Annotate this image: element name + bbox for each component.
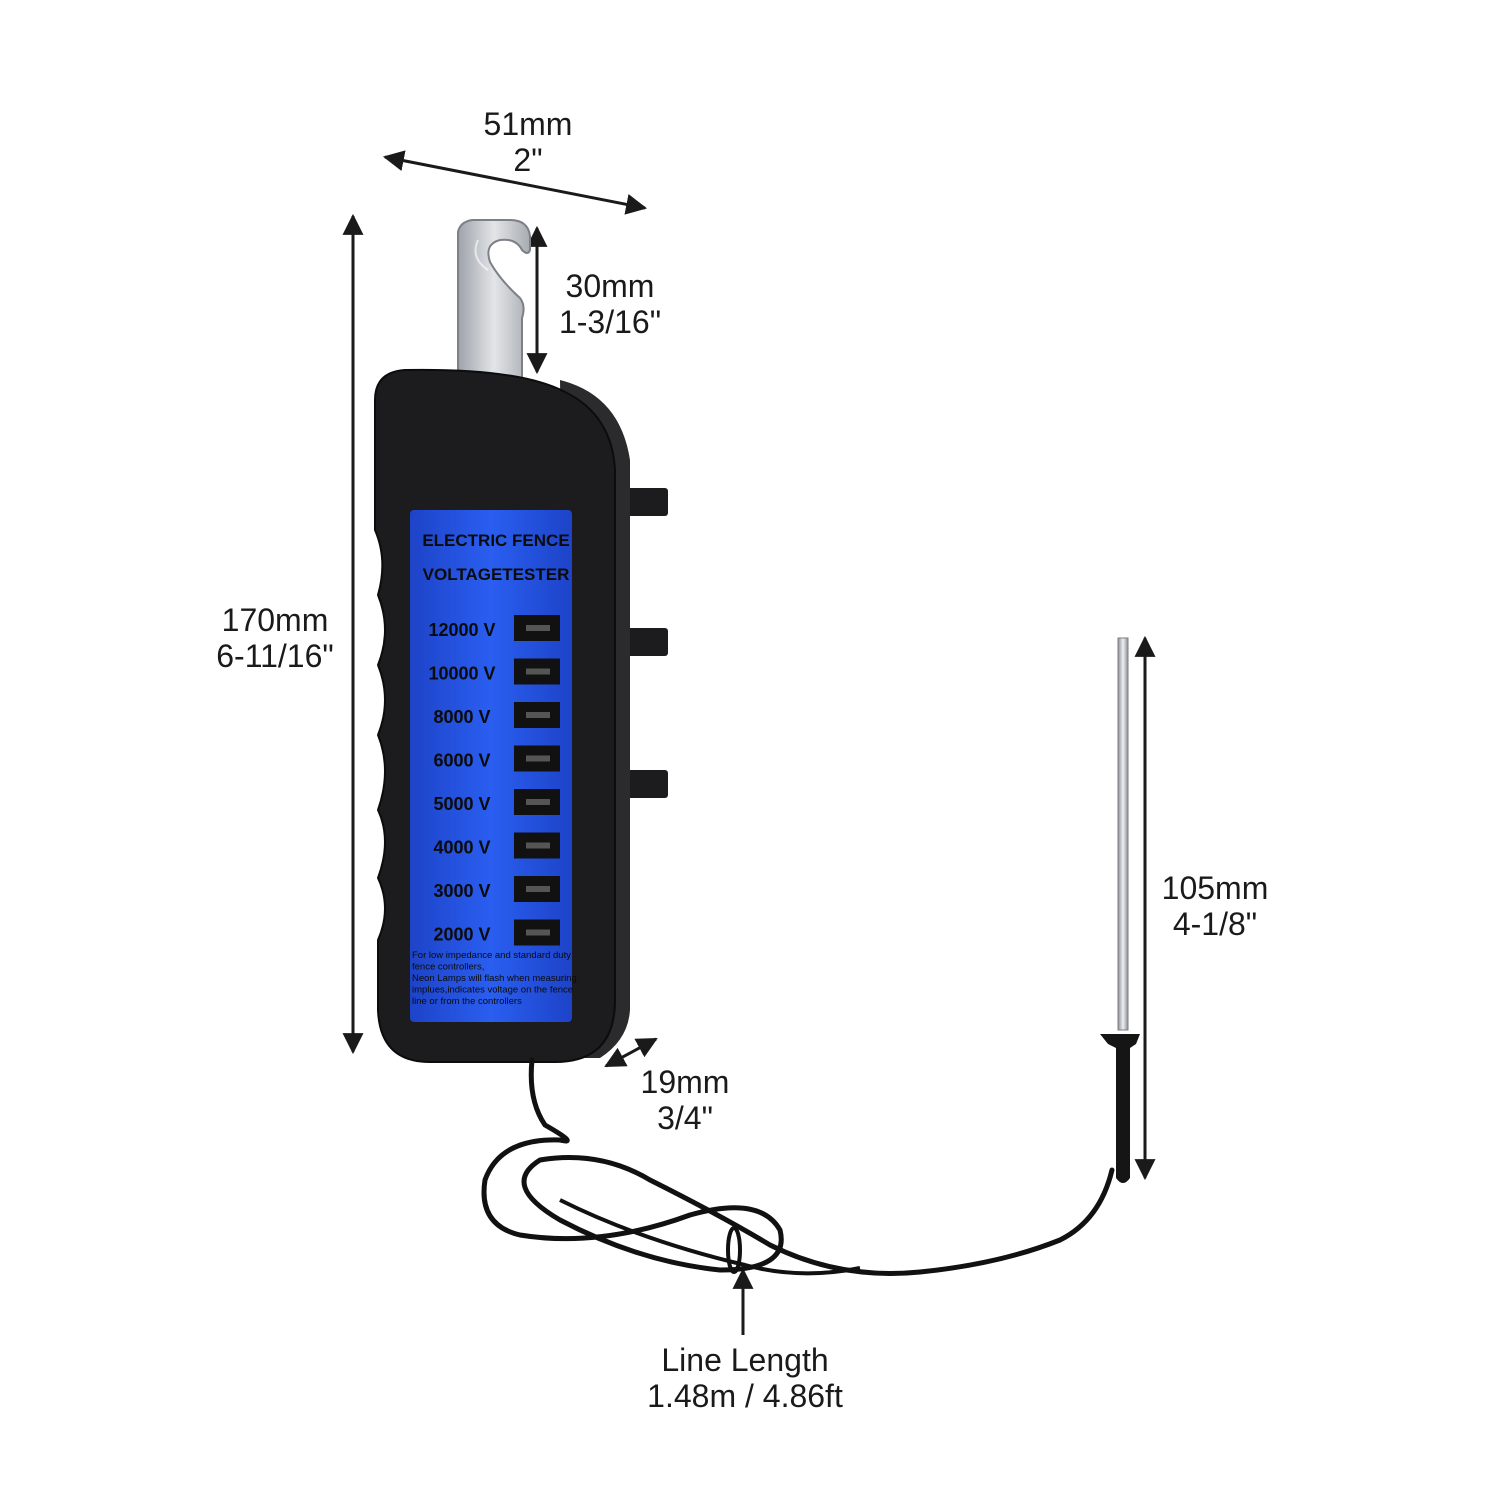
panel-note-line: line or from the controllers [412, 996, 522, 1007]
neon-lamp [526, 929, 550, 936]
height-imperial: 6-11/16" [216, 638, 334, 674]
neon-lamp [526, 712, 550, 718]
neon-lamp [526, 625, 550, 631]
thickness-dimension-label: 19mm 3/4" [620, 1064, 750, 1136]
panel-note-line: implues,indicates voltage on the fence [412, 985, 573, 996]
width-imperial: 2" [513, 142, 543, 178]
width-metric: 51mm [483, 106, 573, 142]
voltage-level-label: 5000 V [433, 794, 490, 814]
hook-metric: 30mm [565, 268, 655, 304]
probe-metric: 105mm [1161, 870, 1269, 906]
panel-title-line1: ELECTRIC FENCE [422, 531, 569, 550]
line-length-title: Line Length [661, 1342, 829, 1378]
neon-lamp [526, 799, 550, 805]
panel-note-line: fence controllers, [412, 962, 484, 973]
width-dimension-label: 51mm 2" [448, 106, 608, 178]
height-dimension-label: 170mm 6-11/16" [190, 602, 360, 674]
voltage-level-label: 10000 V [428, 664, 495, 684]
thickness-metric: 19mm [640, 1064, 730, 1100]
voltage-level-label: 3000 V [433, 881, 490, 901]
probe-imperial: 4-1/8" [1172, 906, 1258, 942]
neon-lamp [526, 842, 550, 849]
voltage-level-label: 8000 V [433, 707, 490, 727]
width-dimension-arrow [382, 150, 648, 215]
line-length-label: Line Length 1.48m / 4.86ft [600, 1342, 890, 1414]
neon-lamp [526, 755, 550, 762]
voltage-level-list: 12000 V 10000 V 8000 V 6000 V 5000 V 4000 V 30… [428, 615, 560, 946]
line-length-value: 1.48m / 4.86ft [647, 1378, 843, 1414]
hook [457, 219, 531, 379]
height-metric: 170mm [221, 602, 329, 638]
probe-handle [1100, 1034, 1140, 1183]
probe-dimension-label: 105mm 4-1/8" [1140, 870, 1290, 942]
neon-lamp [526, 886, 550, 892]
panel-note-line: For low impedance and standard duty [412, 950, 571, 961]
probe-rod [1117, 637, 1129, 1031]
hook-dimension-label: 30mm 1-3/16" [540, 268, 680, 340]
voltage-level-label: 6000 V [433, 751, 490, 771]
panel-note: For low impedance and standard dutyfence… [412, 950, 577, 1007]
panel-title-line2: VOLTAGETESTER [423, 565, 570, 584]
voltage-level-label: 12000 V [428, 620, 495, 640]
neon-lamp [526, 668, 550, 675]
panel-note-line: Neon Lamps will flash when measuring [412, 973, 577, 984]
voltage-level-label: 2000 V [433, 925, 490, 945]
cable [481, 1057, 1115, 1276]
hook-imperial: 1-3/16" [558, 304, 662, 340]
thickness-imperial: 3/4" [657, 1100, 713, 1136]
voltage-level-label: 4000 V [433, 838, 490, 858]
thickness-dimension-arrow [604, 1037, 658, 1068]
